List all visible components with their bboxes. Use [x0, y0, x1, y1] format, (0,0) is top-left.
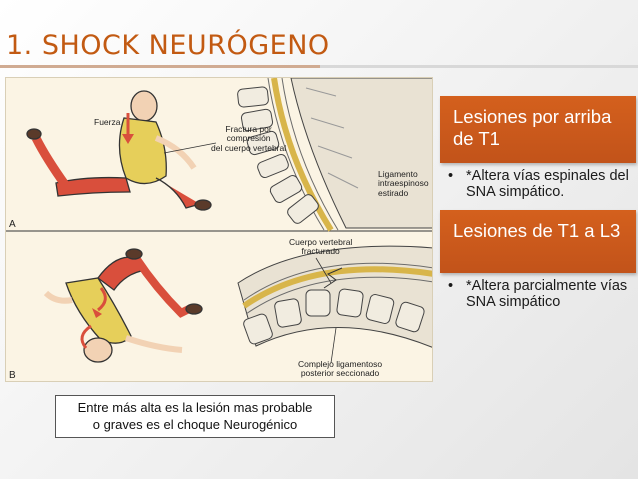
section-heading-t1-l3: Lesiones de T1 a L3	[440, 210, 636, 273]
bullet-icon: •	[448, 278, 454, 294]
label-posterior-ligament: Complejo ligamentoso posterior seccionad…	[298, 359, 383, 379]
illustration-drawing	[6, 78, 432, 364]
bullet-text: *Altera vías espinales del SNA simpático…	[466, 168, 629, 200]
label-fracture-line2: compresión	[226, 133, 271, 144]
lying-person-figure	[43, 248, 203, 363]
note-line-1: Entre más alta es la lesión mas probable	[77, 400, 313, 415]
label-fracture-line1: Fractura por	[225, 124, 272, 134]
label-ligament-line3: estirado	[378, 187, 409, 198]
label-complex-line1: Complejo ligamentoso	[298, 359, 383, 369]
slide-title: 1. SHOCK NEURÓGENO	[6, 30, 330, 61]
falling-person-figure	[26, 90, 212, 211]
bullet-text: *Altera parcialmente vías SNA simpático	[466, 278, 628, 310]
label-ligament-line2: intraespinoso	[378, 178, 429, 189]
bullet-item: • *Altera parcialmente vías SNA simpátic…	[448, 278, 636, 310]
severity-note-box: Entre más alta es la lesión mas probable…	[55, 395, 335, 438]
label-body-line2: fracturado	[301, 246, 340, 257]
spine-column-b	[237, 245, 432, 364]
label-ligament-line1: Ligamento	[378, 169, 418, 179]
bullet-list-above-t1: • *Altera vías espinales del SNA simpáti…	[440, 163, 636, 204]
panel-label-b: B	[9, 370, 16, 381]
label-body-line1: Cuerpo vertebral	[289, 237, 353, 247]
injury-level-panel: Lesiones por arriba de T1 • *Altera vías…	[440, 96, 636, 314]
title-underline	[0, 65, 638, 68]
bullet-item: • *Altera vías espinales del SNA simpáti…	[448, 168, 636, 200]
spine-column-a	[237, 78, 432, 232]
label-fractured-body: Cuerpo vertebral fracturado	[289, 237, 353, 257]
label-compression-fracture: Fractura por compresión del cuerpo verte…	[211, 124, 287, 153]
spinal-injury-illustration: Fuerza Fractura por compresión del cuerp…	[5, 77, 433, 382]
panel-label-a: A	[9, 219, 16, 230]
label-complex-line2: posterior seccionado	[300, 368, 380, 379]
bullet-icon: •	[448, 168, 454, 184]
rotation-arrow-icon	[97, 287, 107, 312]
label-force: Fuerza	[94, 117, 121, 127]
section-heading-above-t1: Lesiones por arriba de T1	[440, 96, 636, 163]
label-ligament-stretched: Ligamento intraespinoso estirado	[378, 169, 429, 198]
note-line-2: o graves es el choque Neurogénico	[92, 417, 298, 432]
label-fracture-line3: del cuerpo vertebral	[211, 142, 287, 153]
bullet-list-t1-l3: • *Altera parcialmente vías SNA simpátic…	[440, 273, 636, 314]
